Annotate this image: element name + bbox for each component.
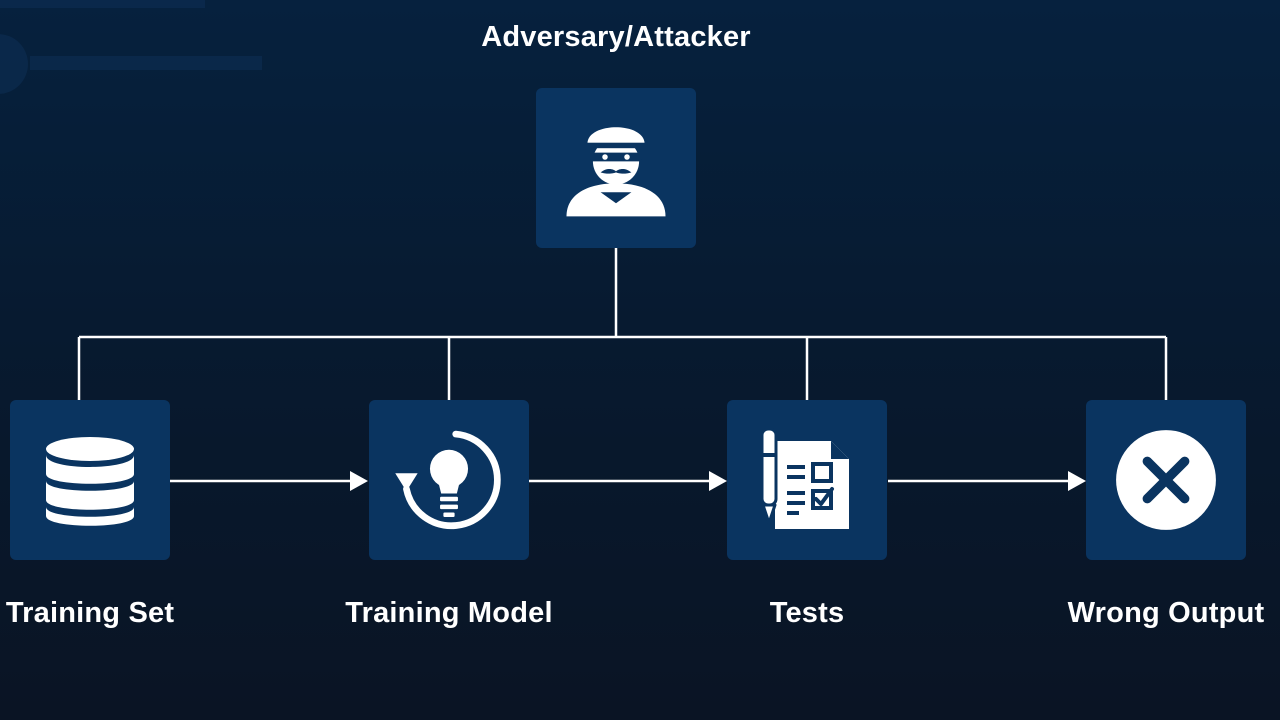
- lightbulb-cycle-icon: [395, 430, 501, 530]
- decorative-bar-top: [0, 0, 205, 8]
- flow-arrowhead-3: [1068, 471, 1086, 491]
- flow-arrowhead-2: [709, 471, 727, 491]
- wrong-output-box: [1086, 400, 1246, 560]
- training-model-box: [369, 400, 529, 560]
- attacker-label: Adversary/Attacker: [481, 21, 751, 53]
- tests-label: Tests: [769, 597, 845, 629]
- training-set-box: [10, 400, 170, 560]
- wrong-output-label: Wrong Output: [1067, 597, 1265, 629]
- database-icon: [46, 437, 134, 526]
- checklist-pen-icon: [760, 427, 849, 529]
- training-set-label: Training Set: [5, 597, 175, 629]
- tests-box: [727, 400, 887, 560]
- training-model-label: Training Model: [345, 597, 553, 629]
- decorative-bar-middle: [30, 56, 262, 70]
- flow-arrowhead-1: [350, 471, 368, 491]
- attacker-icon: [566, 127, 666, 217]
- x-circle-icon: [1116, 430, 1216, 530]
- attacker-box: [536, 88, 696, 248]
